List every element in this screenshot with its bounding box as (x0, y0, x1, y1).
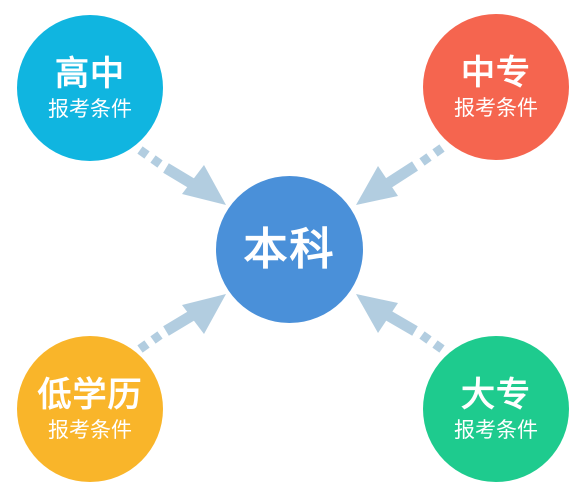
node-title: 高中 (55, 54, 125, 94)
center-title: 本科 (243, 223, 336, 275)
arrow-dash (137, 340, 150, 353)
arrow-bottom-right (356, 294, 445, 353)
node-title: 低学历 (37, 375, 143, 415)
arrow-shaft (381, 161, 418, 191)
arrow-head (356, 294, 398, 333)
node-subtitle: 报考条件 (454, 96, 538, 120)
node-bachelor: 本科 (216, 176, 363, 323)
arrow-dash (432, 340, 445, 353)
node-subtitle: 报考条件 (48, 97, 132, 121)
arrow-head (182, 165, 226, 205)
arrow-dash (150, 331, 163, 344)
arrow-dash (150, 155, 163, 168)
arrow-dash (419, 331, 432, 344)
node-title: 大专 (461, 375, 531, 415)
node-high-school: 高中 报考条件 (17, 15, 163, 161)
node-technical-secondary: 中专 报考条件 (423, 14, 569, 160)
arrow-top-right (356, 144, 445, 205)
node-subtitle: 报考条件 (454, 418, 538, 442)
arrow-dash (419, 153, 432, 166)
node-subtitle: 报考条件 (48, 418, 132, 442)
node-title: 中专 (461, 53, 531, 93)
arrow-dash (432, 144, 445, 157)
arrow-bottom-left (137, 294, 226, 353)
arrow-head (356, 166, 398, 205)
node-low-education: 低学历 报考条件 (17, 336, 163, 482)
node-junior-college: 大专 报考条件 (423, 336, 569, 482)
arrow-dash (137, 146, 150, 159)
arrow-head (182, 294, 226, 334)
arrow-top-left (137, 146, 226, 205)
